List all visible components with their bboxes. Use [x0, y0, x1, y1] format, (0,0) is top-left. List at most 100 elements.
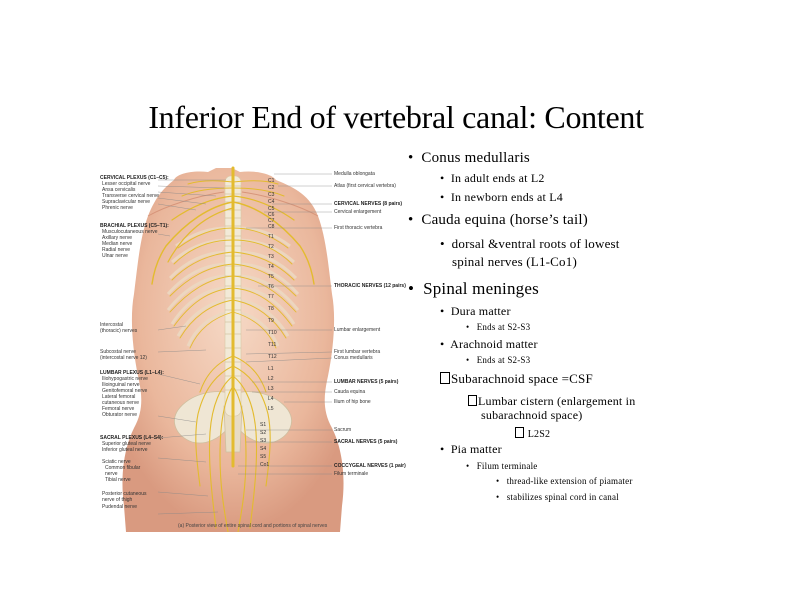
vertebra-label: S4: [260, 446, 267, 452]
figure-label: nerve: [105, 471, 118, 477]
missing-glyph-icon: [515, 427, 524, 438]
bullet-marker: •: [440, 304, 445, 318]
vertebra-label: C1: [268, 178, 275, 184]
bullet-cauda-description-cont: spinal nerves (L1-Co1): [452, 253, 577, 270]
vertebra-label: L5: [268, 406, 274, 412]
bullet-text: In adult ends at L2: [450, 171, 545, 185]
bullet-marker: •: [440, 236, 445, 251]
figure-label: Transverse cervical nerve: [102, 193, 160, 199]
spinal-cord-figure: CERVICAL PLEXUS (C1–C5): Lesser occipita…: [96, 166, 406, 532]
bullet-text: Spinal meninges: [423, 279, 539, 298]
bullet-arachnoid-matter: • Arachnoid matter: [440, 337, 538, 352]
missing-glyph-icon: [440, 372, 450, 384]
figure-label: Femoral nerve: [102, 406, 135, 412]
bullet-filum-desc-2: • stabilizes spinal cord in canal: [496, 492, 619, 503]
figure-label: Musculocutaneous nerve: [102, 229, 158, 235]
bullet-text: Cauda equina (horse’s tail): [421, 212, 588, 228]
bullet-cistern-level: L2S2: [515, 427, 550, 440]
bullet-dura-matter: • Dura matter: [440, 304, 511, 319]
figure-label: (thoracic) nerves: [100, 328, 138, 334]
missing-glyph-icon: [468, 395, 477, 406]
bullet-text: Ends at S2-S3: [476, 355, 531, 365]
figure-label: Medulla oblongata: [334, 171, 375, 177]
figure-label: Common fibular: [105, 465, 141, 471]
leader-lines: [157, 173, 333, 515]
vertebra-label: T8: [268, 306, 274, 312]
figure-label: Filum terminale: [334, 471, 369, 477]
bullet-marker: •: [466, 461, 470, 471]
bullet-marker: •: [440, 442, 445, 456]
vertebra-label: S5: [260, 454, 267, 460]
figure-label: nerve of thigh: [102, 497, 133, 503]
vertebra-label: T12: [268, 354, 277, 360]
figure-label: cutaneous nerve: [102, 400, 139, 406]
vertebra-label: C3: [268, 192, 275, 198]
vertebra-label: L3: [268, 386, 274, 392]
figure-label: First lumbar vertebra: [334, 349, 381, 355]
vertebra-label: T7: [268, 294, 274, 300]
bullet-pia-matter: • Pia matter: [440, 442, 502, 457]
vertebra-label: C8: [268, 224, 275, 230]
figure-label: Cauda equina: [334, 389, 366, 395]
figure-label: Median nerve: [102, 241, 133, 247]
figure-label: COCCYGEAL NERVES (1 pair): [334, 463, 406, 469]
vertebra-label: C6: [268, 212, 275, 218]
figure-label: Ulnar nerve: [102, 253, 128, 259]
figure-label: Phrenic nerve: [102, 205, 133, 211]
bullet-cauda-description: • dorsal &ventral roots of lowest: [440, 235, 620, 252]
vertebra-label: L2: [268, 376, 274, 382]
bullet-text: thread-like extension of piamater: [506, 476, 633, 486]
vertebra-label: T6: [268, 284, 274, 290]
figure-label: Conus medullaris: [334, 355, 373, 361]
figure-label: Lumbar enlargement: [334, 327, 381, 333]
bullet-text: Filum terminale: [476, 461, 538, 471]
bullet-arachnoid-end: • Ends at S2-S3: [466, 355, 530, 366]
vertebra-label: L4: [268, 396, 274, 402]
figure-label: THORACIC NERVES (12 pairs): [334, 283, 406, 289]
figure-label: Genitofemoral nerve: [102, 388, 148, 394]
bullet-text: Subarachnoid space =CSF: [451, 371, 593, 386]
figure-label: LUMBAR NERVES (5 pairs): [334, 379, 399, 385]
vertebra-label: T10: [268, 330, 277, 336]
vertebra-label: T5: [268, 274, 274, 280]
vertebra-label: C4: [268, 199, 275, 205]
bullet-text: dorsal &ventral roots of lowest: [451, 236, 620, 251]
figure-label: Iliohypogastric nerve: [102, 376, 148, 382]
figure-label: Lesser occipital nerve: [102, 181, 151, 187]
figure-label: SACRAL PLEXUS (L4–S4):: [100, 435, 164, 441]
bullet-lumbar-cistern: Lumbar cistern (enlargement in: [468, 394, 635, 409]
figure-label: Posterior cutaneous: [102, 491, 147, 497]
figure-label: Radial nerve: [102, 247, 131, 253]
figure-label: Sciatic nerve: [102, 459, 131, 465]
vertebra-label: C7: [268, 218, 275, 224]
vertebra-label: S1: [260, 422, 267, 428]
back-anatomy-illustration: [122, 166, 344, 532]
bullet-marker: •: [408, 212, 414, 228]
figure-label: Intercostal: [100, 322, 124, 328]
bullet-filum-desc-1: • thread-like extension of piamater: [496, 476, 633, 487]
vertebra-label: T9: [268, 318, 274, 324]
vertebra-label: L1: [268, 366, 274, 372]
figure-label: BRACHIAL PLEXUS (C5–T1):: [100, 223, 169, 229]
bullet-text: Lumbar cistern (enlargement in: [478, 394, 636, 408]
bullet-marker: •: [496, 476, 500, 486]
spinal-nerves: [151, 166, 315, 532]
bullet-text: Pia matter: [450, 442, 502, 456]
bullet-marker: •: [466, 355, 470, 365]
bullet-text: L2S2: [527, 429, 551, 440]
vertebra-label: T1: [268, 234, 274, 240]
figure-label: Ilium of hip bone: [334, 399, 371, 405]
bullet-spinal-meninges: • Spinal meninges: [408, 279, 539, 299]
figure-label: Tibial nerve: [105, 477, 131, 483]
bullet-text: spinal nerves (L1-Co1): [452, 254, 577, 269]
vertebra-label: C5: [268, 206, 275, 212]
vertebra-label: S3: [260, 438, 267, 444]
bullet-text: In newborn ends at L4: [450, 190, 563, 204]
figure-label: Lateral femoral: [102, 394, 136, 400]
figure-label: (intercostal nerve 12): [100, 355, 147, 361]
slide-title: Inferior End of vertebral canal: Content: [148, 99, 644, 135]
vertebra-label: Co1: [260, 462, 270, 468]
bullet-text: Conus medullaris: [421, 150, 530, 166]
figure-label: Subcostal nerve: [100, 349, 136, 355]
vertebra-label: T3: [268, 254, 274, 260]
